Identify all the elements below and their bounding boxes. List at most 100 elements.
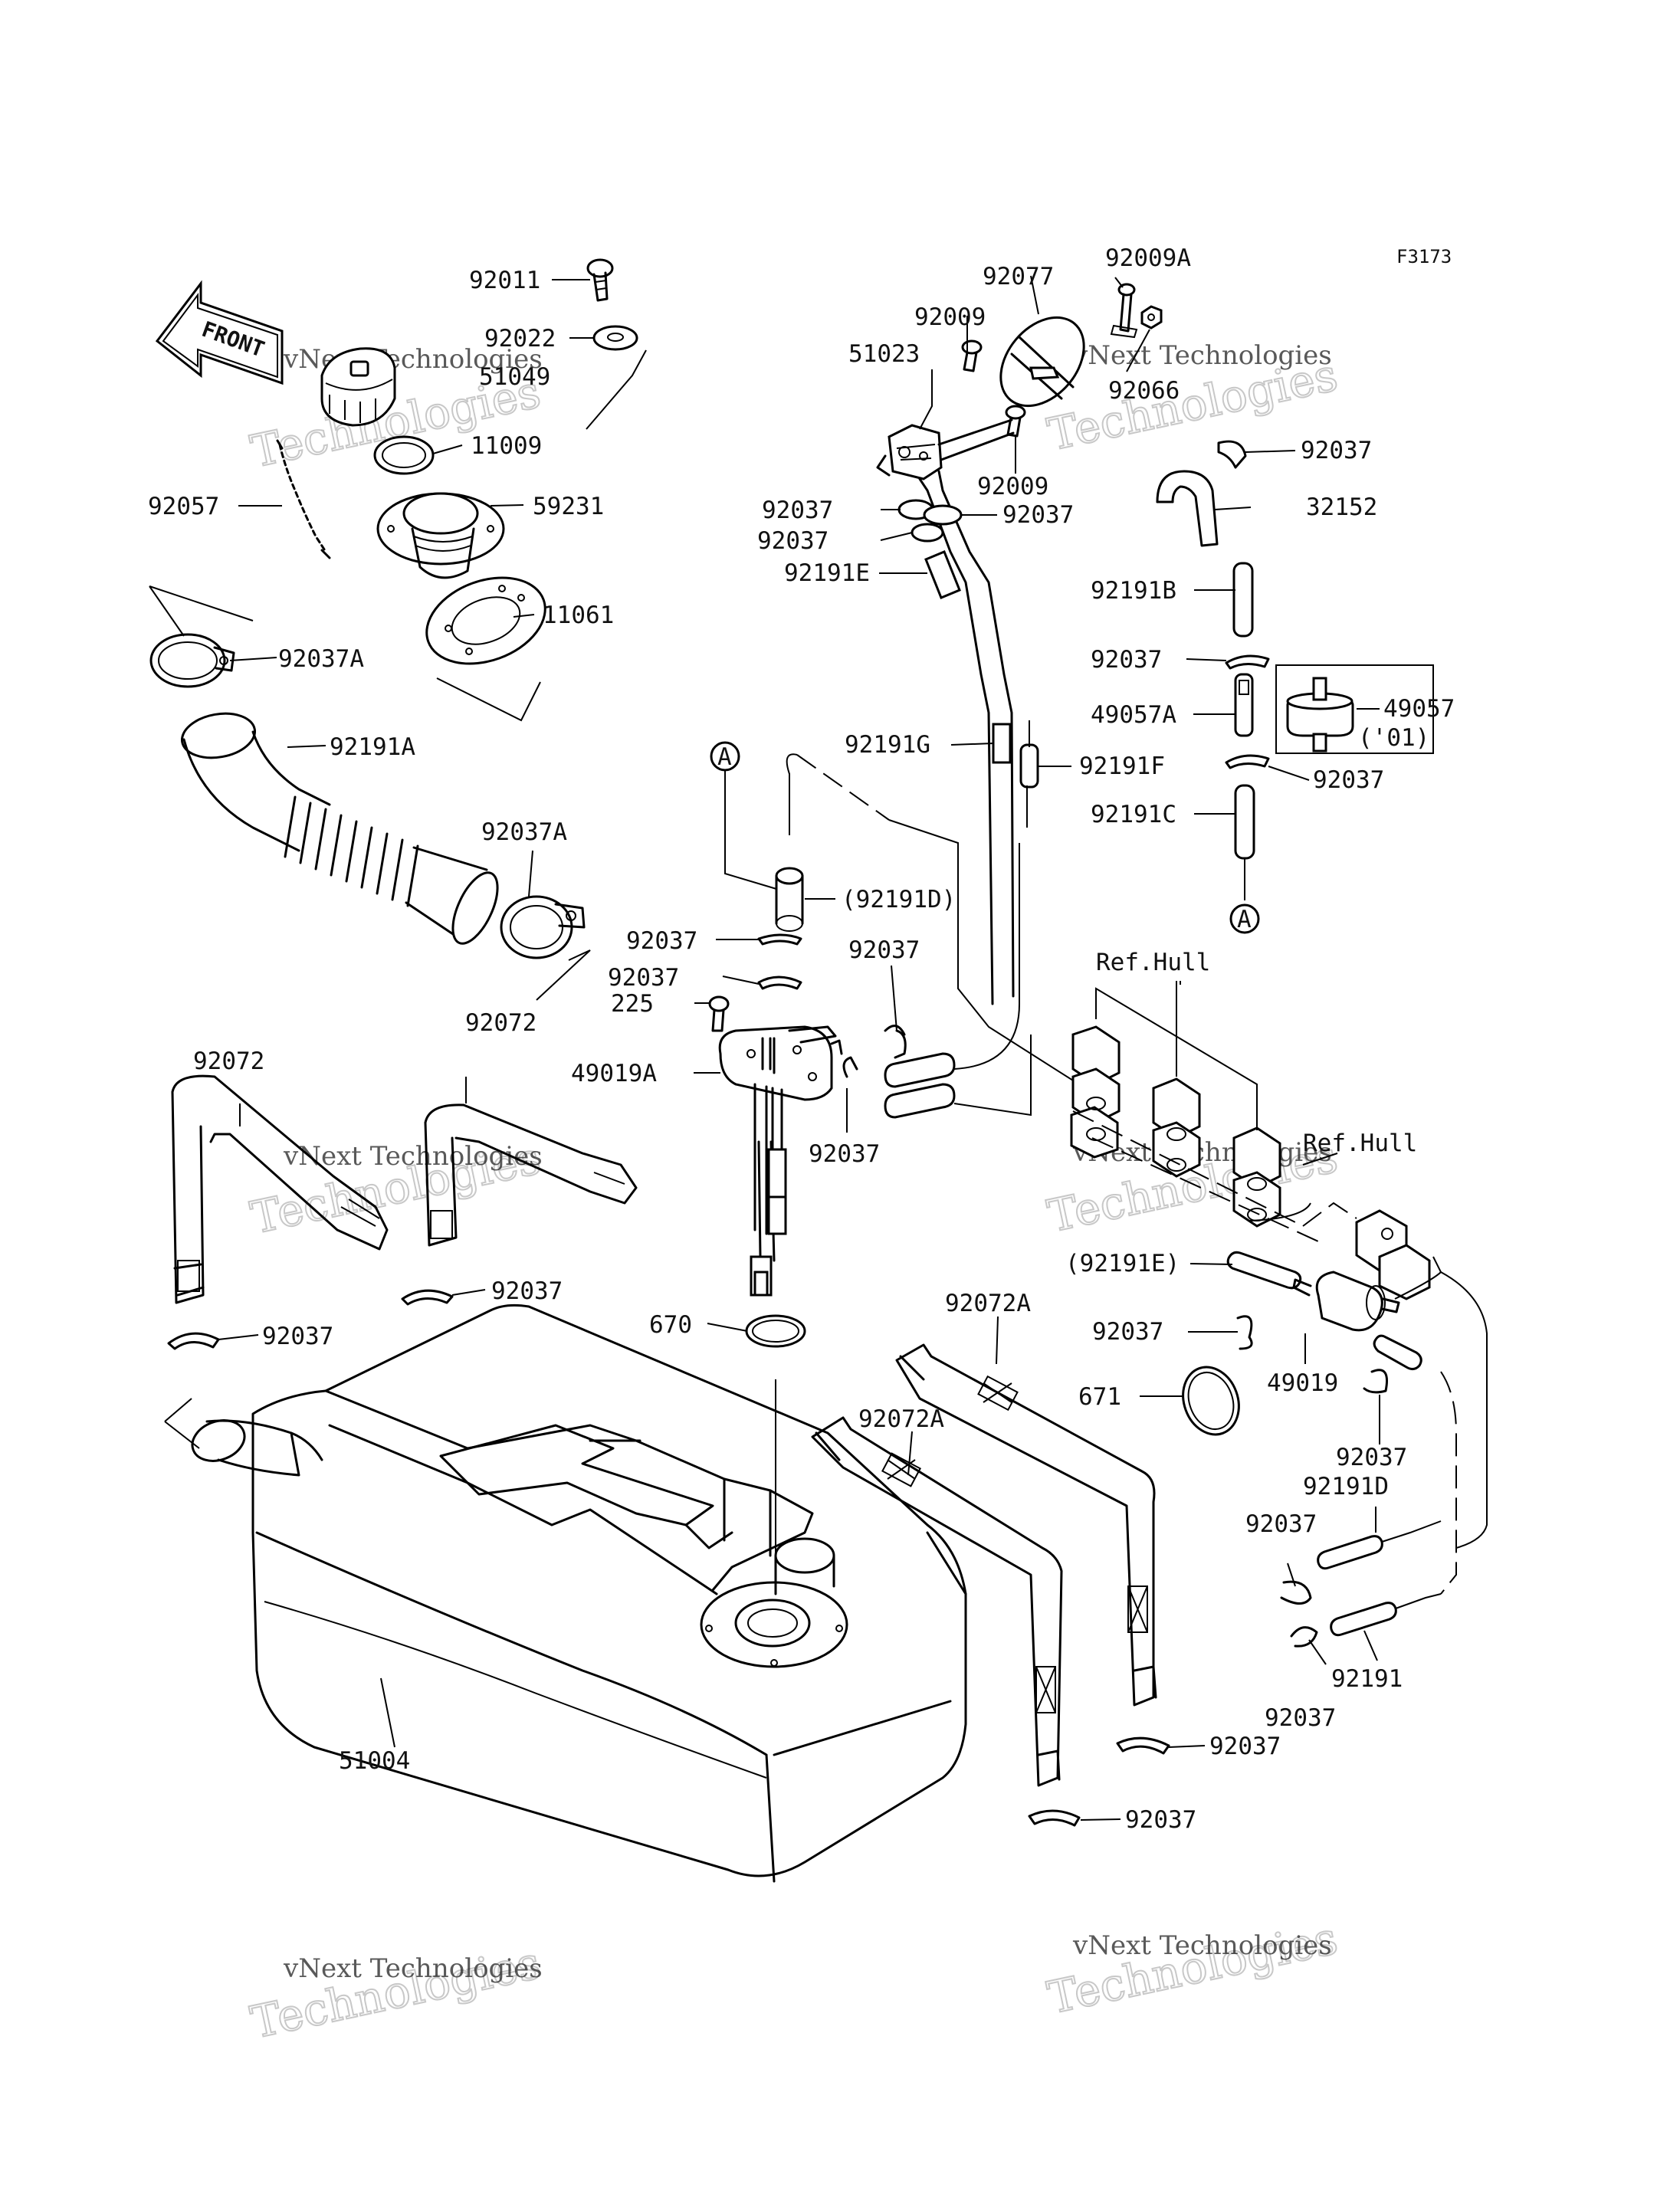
callout-92037-p3: 92037 bbox=[848, 936, 920, 964]
callout-92037-p2: 92037 bbox=[608, 964, 679, 992]
callout-92037-l1: 92037 bbox=[491, 1277, 563, 1305]
callout-92191G: 92191G bbox=[845, 731, 930, 759]
hose-92191B bbox=[1232, 562, 1254, 638]
callout-92037-r5: 92037 bbox=[1336, 1444, 1407, 1471]
callout-92037-t2: 92037 bbox=[757, 527, 829, 555]
callout-92037-b1: 92037 bbox=[1209, 1733, 1281, 1760]
o-ring-671 bbox=[1182, 1366, 1240, 1436]
callout-92037-r7: 92037 bbox=[1265, 1704, 1336, 1732]
nut-92066 bbox=[1140, 305, 1163, 330]
callout-92009A: 92009A bbox=[1105, 244, 1191, 272]
callout-92037-p4: 92037 bbox=[809, 1140, 880, 1168]
callout-92037-r1: 92037 bbox=[1301, 437, 1372, 464]
strap-92072A-lower bbox=[811, 1416, 1063, 1787]
screw-92009-upper bbox=[961, 339, 983, 372]
hose-92191D-right bbox=[1317, 1535, 1383, 1570]
screw-92011 bbox=[586, 258, 614, 302]
callout-92037-r4: 92037 bbox=[1092, 1318, 1163, 1346]
callout-92191F: 92191F bbox=[1079, 753, 1165, 780]
callout-92191E-top: 92191E bbox=[784, 559, 870, 587]
callout-92037-r6: 92037 bbox=[1245, 1510, 1317, 1538]
screw-225 bbox=[708, 995, 730, 1032]
callout-92191D-paren: (92191D) bbox=[842, 886, 956, 913]
gasket-11061 bbox=[425, 576, 546, 665]
callout-92191E-paren: (92191E) bbox=[1065, 1250, 1180, 1277]
filler-neck-59231 bbox=[376, 492, 505, 579]
callout-671: 671 bbox=[1078, 1383, 1121, 1411]
callout-92072A-2: 92072A bbox=[858, 1405, 944, 1433]
washer-92022 bbox=[592, 325, 638, 351]
clip-92037-left bbox=[167, 1289, 454, 1350]
watermark-large: Technologies bbox=[1043, 1912, 1342, 2024]
callout-92037-t1: 92037 bbox=[762, 497, 833, 524]
callout-49057A: 49057A bbox=[1091, 701, 1176, 729]
callout-92037A-top: 92037A bbox=[278, 645, 364, 673]
tether-92057 bbox=[276, 439, 331, 559]
hose-92191E-lower bbox=[1226, 1251, 1302, 1290]
callout-92037-r2: 92037 bbox=[1091, 646, 1162, 674]
watermark-small: vNext Technologies bbox=[1072, 340, 1332, 371]
figure-code: F3173 bbox=[1396, 246, 1452, 267]
bracket-92077 bbox=[999, 316, 1085, 408]
callout-92077: 92077 bbox=[983, 263, 1054, 290]
callout-92011: 92011 bbox=[469, 267, 540, 294]
connector-a-marker-right: A bbox=[1229, 903, 1260, 934]
callout-92009-1: 92009 bbox=[914, 303, 986, 331]
callout-92037-b2: 92037 bbox=[1125, 1806, 1196, 1834]
hose-92191D-top bbox=[775, 867, 804, 932]
callout-51004: 51004 bbox=[339, 1747, 410, 1775]
callout-59231: 59231 bbox=[533, 493, 604, 520]
tank-band-92072-left bbox=[171, 1074, 389, 1304]
fuel-filter-49019 bbox=[1292, 1271, 1400, 1332]
callout-92009-2: 92009 bbox=[977, 473, 1048, 500]
clip-92037-r2 bbox=[1225, 654, 1270, 670]
hose-92191A bbox=[180, 712, 499, 945]
callout-92037A-mid: 92037A bbox=[481, 818, 567, 846]
watermark-small: vNext Technologies bbox=[283, 1953, 543, 1984]
callout-51023: 51023 bbox=[848, 340, 920, 368]
hose-92191-right bbox=[1330, 1602, 1397, 1637]
watermarks: Technologies vNext Technologies Technolo… bbox=[245, 340, 1342, 2049]
callout-92191B: 92191B bbox=[1091, 577, 1176, 605]
callout-11009: 11009 bbox=[471, 432, 542, 460]
filler-cap-51049 bbox=[320, 347, 396, 427]
fuel-pickup-49019A bbox=[708, 933, 843, 1348]
callout-670: 670 bbox=[649, 1311, 692, 1339]
hose-92191C bbox=[1234, 784, 1255, 860]
connector-a-marker-left: A bbox=[710, 741, 740, 772]
hose-92191F bbox=[1019, 743, 1039, 789]
fuel-tank-51004 bbox=[164, 1303, 967, 1883]
callout-01: ('01) bbox=[1358, 724, 1429, 752]
clip-92037-r4 bbox=[1236, 1315, 1253, 1350]
hose-92191E-top bbox=[924, 550, 961, 599]
clip-92037-b1 bbox=[1116, 1736, 1170, 1755]
valve-assembly-51023 bbox=[876, 424, 943, 480]
hose-clamp-blocks bbox=[1070, 981, 1319, 1242]
valve-49057 bbox=[1275, 664, 1434, 754]
callout-51049: 51049 bbox=[479, 363, 550, 391]
front-arrow-icon: FRONT bbox=[155, 280, 284, 385]
o-ring-11009 bbox=[373, 435, 435, 475]
callout-225: 225 bbox=[611, 990, 654, 1018]
callout-92037-t3: 92037 bbox=[1002, 501, 1074, 529]
callout-labels: 92011 92022 51049 11009 92057 59231 1106… bbox=[148, 244, 1455, 1834]
callout-92191D: 92191D bbox=[1303, 1473, 1389, 1500]
callout-49019: 49019 bbox=[1267, 1369, 1338, 1397]
callout-92191A: 92191A bbox=[330, 733, 415, 761]
clip-92037-r3 bbox=[1225, 754, 1270, 769]
callout-92022: 92022 bbox=[484, 325, 556, 353]
hose-49057A bbox=[1234, 673, 1254, 737]
filler-cap-assembly bbox=[276, 258, 647, 722]
callout-92072-left: 92072 bbox=[193, 1048, 264, 1075]
connector-a-label-right: A bbox=[1237, 906, 1252, 933]
callout-92072-mid: 92072 bbox=[465, 1009, 536, 1037]
hose-32152 bbox=[1156, 470, 1219, 547]
watermark-small: vNext Technologies bbox=[283, 1141, 543, 1172]
callout-92072A-1: 92072A bbox=[945, 1290, 1031, 1317]
clip-92037-r5 bbox=[1363, 1369, 1388, 1394]
tank-band-92072-mid bbox=[424, 1103, 638, 1247]
filler-hose-group bbox=[149, 585, 591, 1001]
callout-32152: 32152 bbox=[1306, 494, 1377, 521]
callout-92037-r3: 92037 bbox=[1313, 766, 1384, 794]
